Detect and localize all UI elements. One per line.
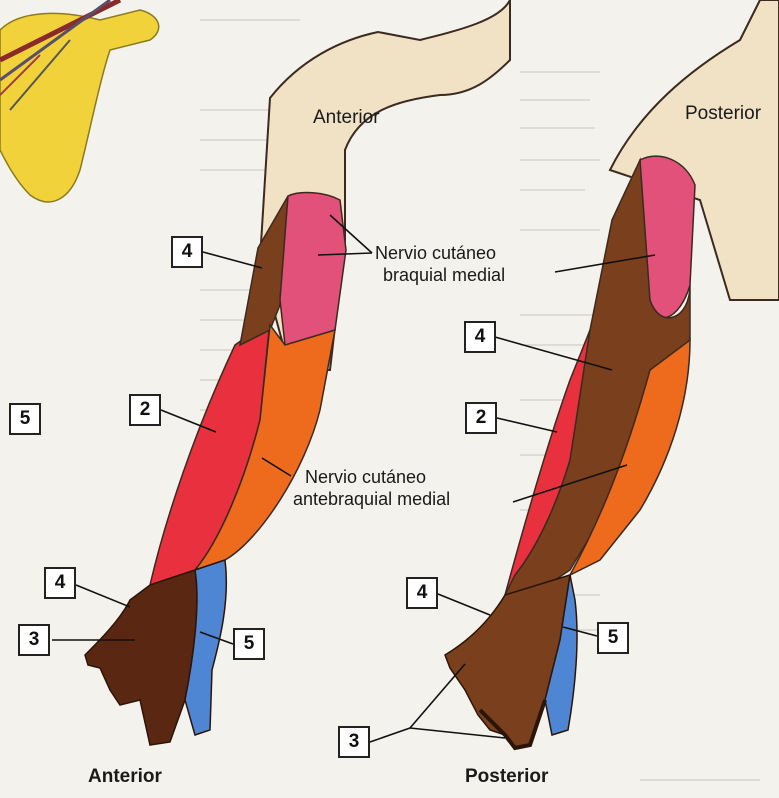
callout-anterior-4-hand: 4	[44, 567, 76, 599]
callout-posterior-3: 3	[338, 726, 370, 758]
antebrachial-nerve-line2: antebraquial medial	[293, 488, 450, 510]
callout-anterior-5-hand: 5	[233, 628, 265, 660]
brachial-nerve-line1: Nervio cutáneo	[375, 242, 505, 264]
callout-posterior-4-upper: 4	[464, 321, 496, 353]
bottom-anterior-label: Anterior	[88, 766, 162, 788]
callout-anterior-3: 3	[18, 624, 50, 656]
brachial-nerve-label: Nervio cutáneo braquial medial	[375, 242, 505, 286]
anterior-pink-region	[280, 193, 346, 354]
anterior-arm	[85, 0, 510, 745]
callout-anterior-2: 2	[129, 394, 161, 426]
scapula-illustration	[0, 0, 159, 202]
top-posterior-label: Posterior	[685, 103, 761, 125]
antebrachial-nerve-line1: Nervio cutáneo	[293, 466, 450, 488]
antebrachial-nerve-label: Nervio cutáneo antebraquial medial	[293, 466, 450, 510]
callout-posterior-2: 2	[465, 402, 497, 434]
callout-anterior-4-upper: 4	[171, 236, 203, 268]
callout-posterior-5-hand: 5	[597, 622, 629, 654]
brachial-nerve-line2: braquial medial	[375, 264, 505, 286]
bottom-posterior-label: Posterior	[465, 766, 548, 788]
callout-anterior-5-left: 5	[9, 403, 41, 435]
callout-posterior-4-hand: 4	[406, 577, 438, 609]
top-anterior-label: Anterior	[313, 107, 380, 129]
